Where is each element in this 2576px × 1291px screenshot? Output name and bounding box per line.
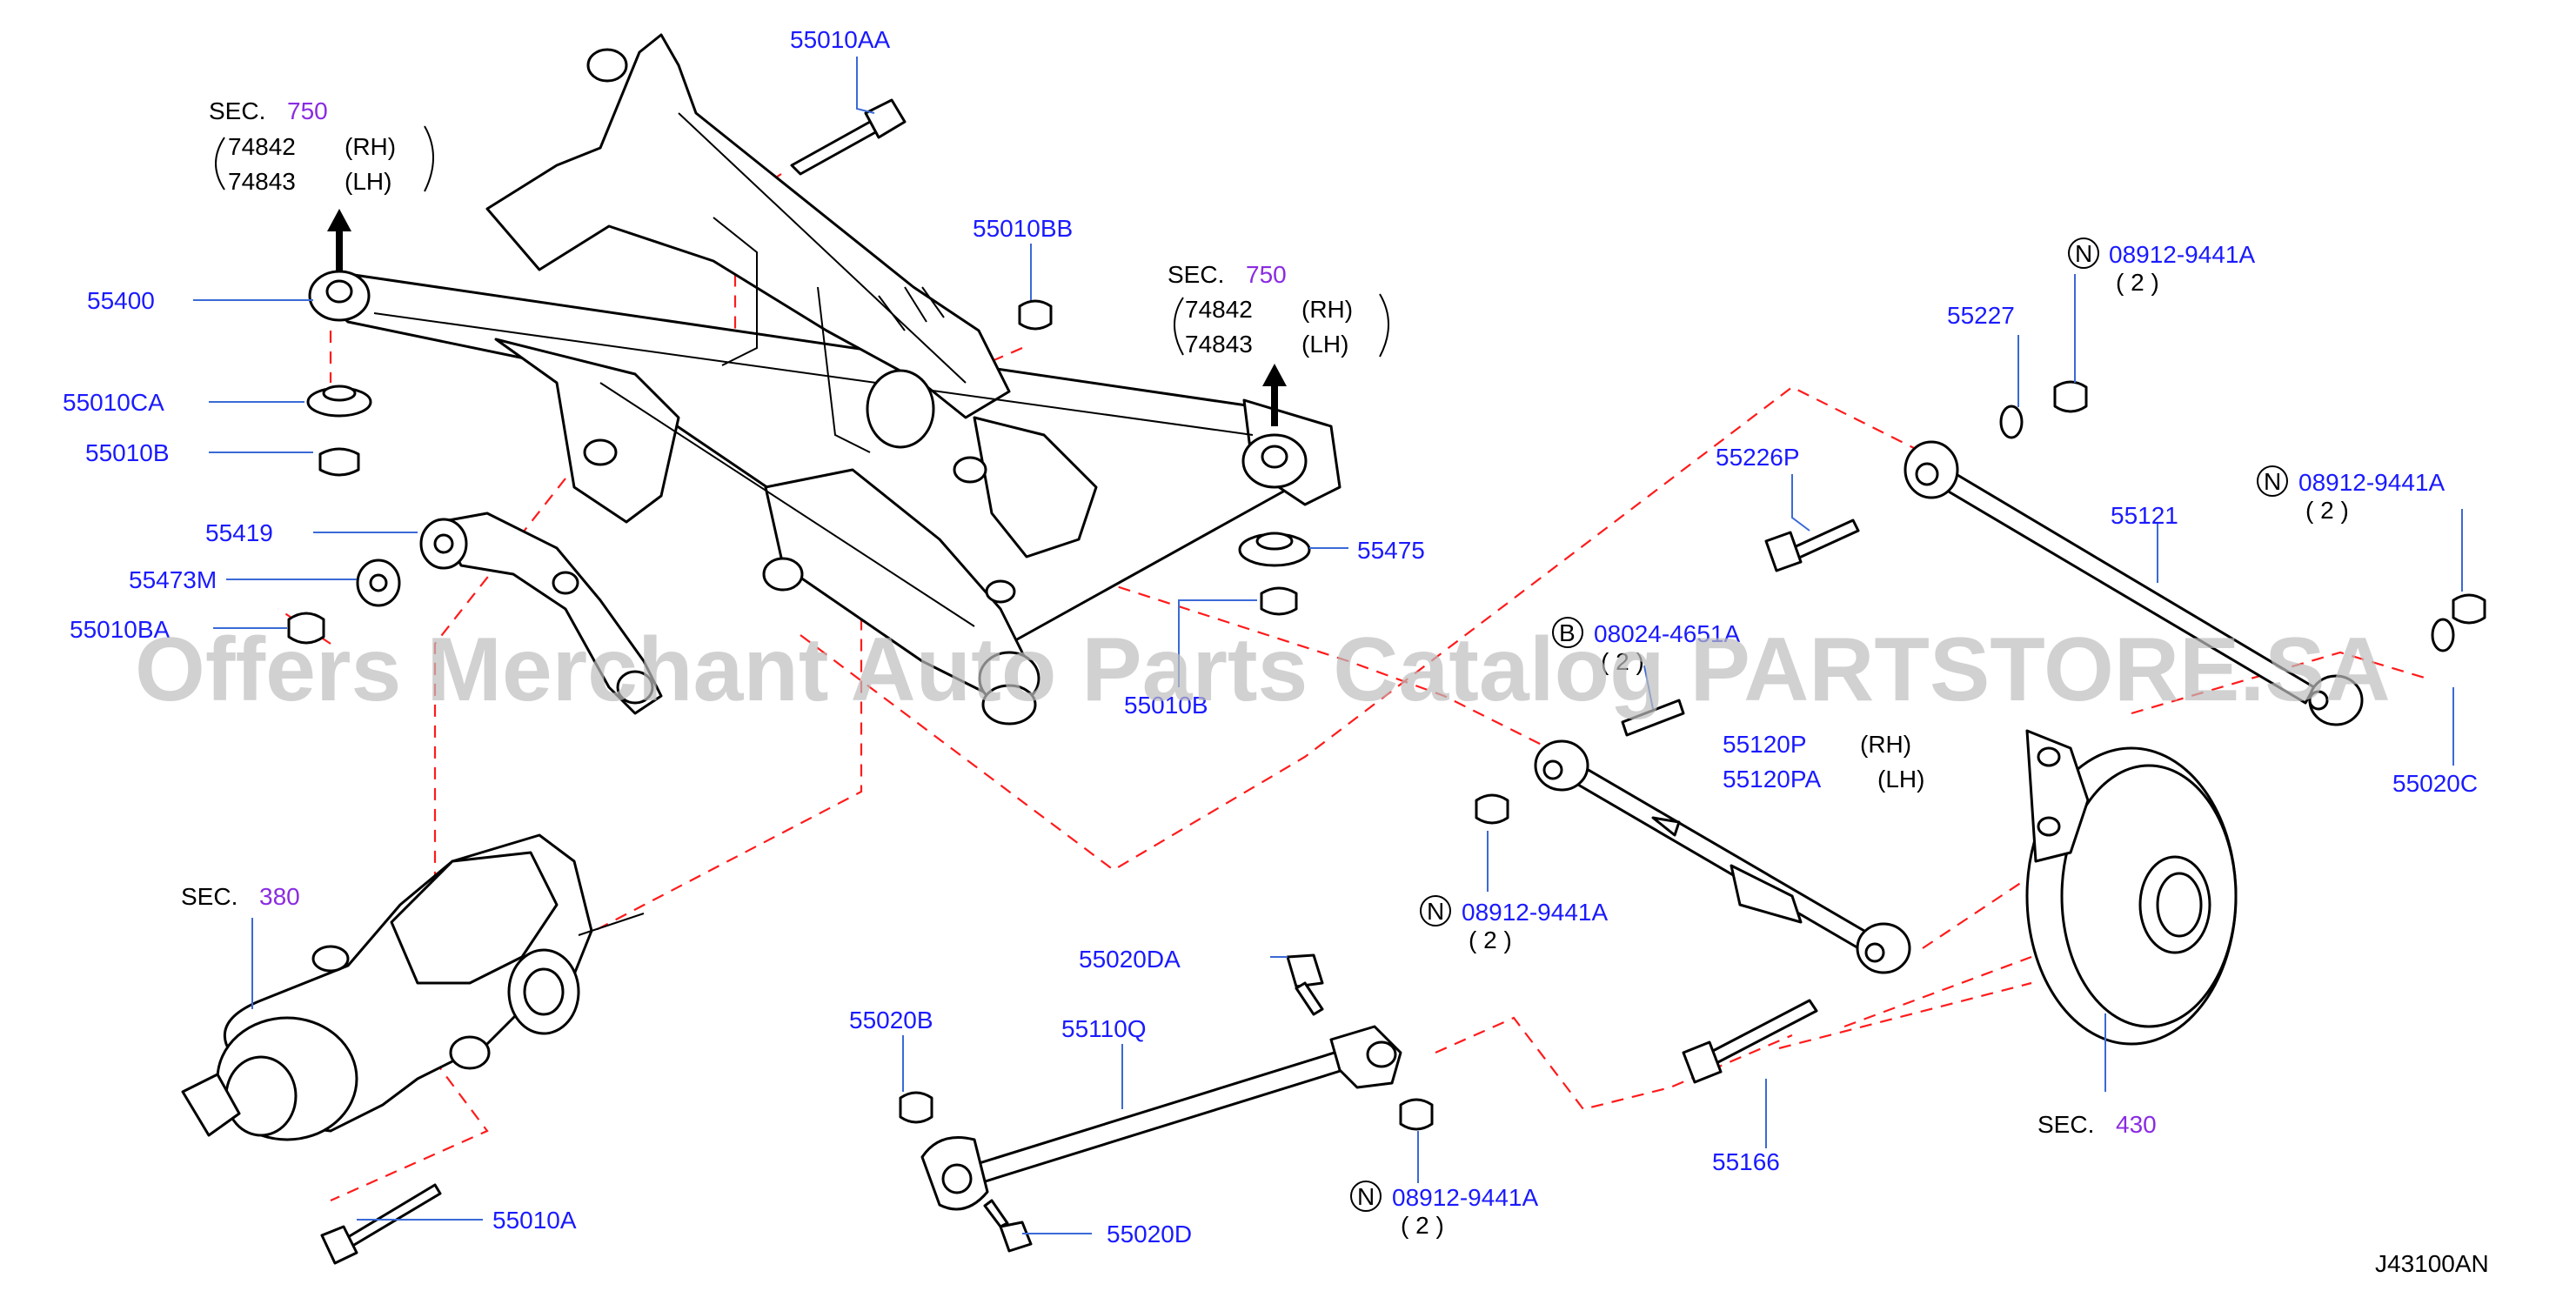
part-55227[interactable]: 55227 [1947, 302, 2015, 329]
part-55419[interactable]: 55419 [205, 519, 273, 546]
part-55020B[interactable]: 55020B [849, 1007, 933, 1033]
n2-badge: N [2264, 468, 2281, 495]
fastener-n4[interactable]: N 08912-9441A ( 2 ) [1350, 1181, 1538, 1239]
bolt-55010A [320, 1183, 442, 1265]
rear-suspension-member [308, 33, 1342, 726]
lateral-link-55120P [1475, 699, 1911, 1084]
part-55010A[interactable]: 55010A [492, 1207, 577, 1234]
part-55400[interactable]: 55400 [87, 287, 155, 314]
diagram-code: J43100AN [2375, 1250, 2489, 1277]
sec750-right-label: SEC. [1168, 261, 1224, 288]
right-paren-2 [1379, 293, 1389, 358]
n4-qty: ( 2 ) [1401, 1212, 1444, 1239]
part-55020C[interactable]: 55020C [2392, 770, 2478, 797]
sec750-left-rh-code: 74842 [228, 133, 296, 160]
fastener-n1[interactable]: N 08912-9441A ( 2 ) [2068, 237, 2255, 296]
sec750-right-rh-code: 74842 [1185, 296, 1253, 323]
part-55121[interactable]: 55121 [2111, 502, 2178, 529]
part-55010B-b[interactable]: 55010B [1124, 692, 1208, 719]
b-badge-circle [1552, 617, 1583, 648]
part-55010CA[interactable]: 55010CA [63, 389, 164, 416]
sec750-left-lh: (LH) [345, 168, 391, 195]
lower-link-55110Q [899, 953, 1434, 1253]
n-badge-circle [1350, 1181, 1382, 1212]
sec750-left-rh: (RH) [345, 133, 396, 160]
b1-code[interactable]: 08024-4651A [1594, 620, 1740, 647]
part-55120P[interactable]: 55120P [1723, 731, 1807, 758]
part-55010BA[interactable]: 55010BA [70, 616, 171, 643]
sec750-left-num[interactable]: 750 [287, 97, 328, 124]
n-badge-circle [1420, 895, 1451, 926]
sec430-block[interactable]: SEC. 430 [2037, 1111, 2157, 1138]
n1-qty: ( 2 ) [2116, 269, 2159, 296]
sec430-label: SEC. [2037, 1111, 2094, 1138]
part-55020DA[interactable]: 55020DA [1079, 946, 1181, 973]
sec380-num[interactable]: 380 [259, 883, 300, 910]
fastener-n2[interactable]: N 08912-9441A ( 2 ) [2257, 465, 2445, 524]
n2-code[interactable]: 08912-9441A [2298, 469, 2445, 496]
sec750-right-block[interactable]: SEC. 750 74842 (RH) 74843 (LH) [1168, 261, 1389, 358]
n4-code[interactable]: 08912-9441A [1392, 1184, 1538, 1211]
leader-lines [193, 57, 2463, 1234]
part-55166[interactable]: 55166 [1712, 1148, 1780, 1175]
sec750-right-lh: (LH) [1301, 331, 1348, 358]
sec380-block[interactable]: SEC. 380 [181, 883, 300, 910]
part-55110Q[interactable]: 55110Q [1061, 1015, 1147, 1042]
n-badge-circle [2257, 465, 2288, 497]
left-paren-1 [215, 137, 225, 191]
part-55010BB[interactable]: 55010BB [973, 215, 1073, 242]
sec380-label: SEC. [181, 883, 238, 910]
subframe-hardware [287, 98, 1311, 645]
differential-assembly [181, 833, 645, 1141]
n2-qty: ( 2 ) [2305, 497, 2349, 524]
n3-badge: N [1427, 898, 1444, 925]
right-paren-1 [424, 125, 434, 192]
part-55226P[interactable]: 55226P [1716, 444, 1800, 471]
n-badge-circle [2068, 237, 2099, 269]
member-stay-55419 [419, 512, 663, 715]
left-paren-2 [1174, 297, 1184, 356]
n1-code[interactable]: 08912-9441A [2109, 241, 2255, 268]
part-55120PA-lh: (LH) [1877, 766, 1924, 793]
sec750-left-block[interactable]: SEC. 750 74842 (RH) 74843 (LH) [209, 97, 434, 195]
n1-badge: N [2075, 240, 2092, 267]
sec750-right-rh: (RH) [1301, 296, 1353, 323]
fastener-b1[interactable]: B 08024-4651A ( 2 ) [1552, 617, 1740, 675]
sec750-left-lh-code: 74843 [228, 168, 296, 195]
part-55010AA[interactable]: 55010AA [790, 26, 891, 53]
b1-badge: B [1559, 619, 1576, 646]
part-55120PA[interactable]: 55120PA [1723, 766, 1821, 793]
part-55010B-a[interactable]: 55010B [85, 439, 170, 466]
n4-badge: N [1357, 1183, 1375, 1210]
part-55475[interactable]: 55475 [1357, 537, 1425, 564]
sec750-right-lh-code: 74843 [1185, 331, 1253, 358]
fastener-n3[interactable]: N 08912-9441A ( 2 ) [1420, 895, 1608, 953]
part-labels: 55400 55010CA 55010B 55419 55473M 55010B… [63, 26, 2478, 1248]
part-55473M[interactable]: 55473M [129, 566, 217, 593]
part-55120P-rh: (RH) [1860, 731, 1911, 758]
watermark: Offers Merchant Auto Parts Catalog PARTS… [135, 619, 2391, 720]
n3-qty: ( 2 ) [1469, 926, 1512, 953]
rear-axle-hub [2025, 729, 2238, 1046]
b1-qty: ( 2 ) [1601, 648, 1644, 675]
sec750-right-num[interactable]: 750 [1246, 261, 1287, 288]
arrows [327, 209, 1287, 426]
sec430-num[interactable]: 430 [2116, 1111, 2157, 1138]
upper-link-55121 [1764, 380, 2486, 726]
sec750-left-label: SEC. [209, 97, 265, 124]
n3-code[interactable]: 08912-9441A [1462, 899, 1608, 926]
part-55020D[interactable]: 55020D [1107, 1221, 1192, 1248]
